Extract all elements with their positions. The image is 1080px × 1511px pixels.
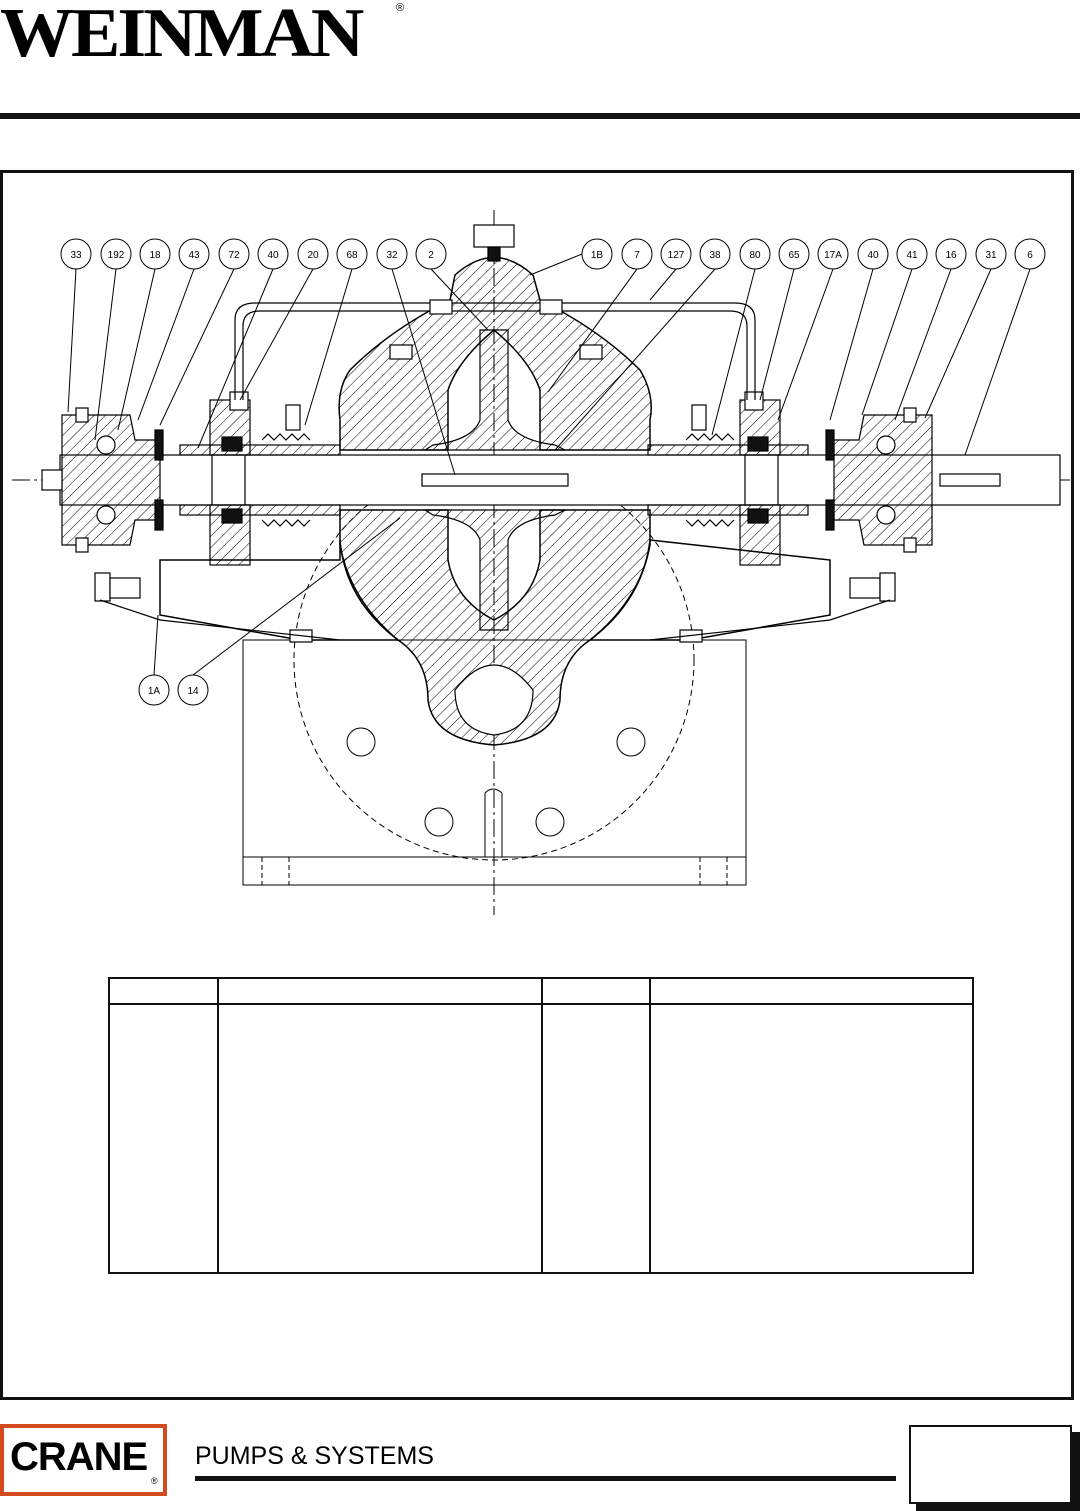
callout-38: 38 bbox=[699, 238, 731, 270]
crane-logo bbox=[0, 1424, 167, 1496]
crane-registered-mark: ® bbox=[151, 1476, 158, 1486]
callout-65: 65 bbox=[778, 238, 810, 270]
callout-33: 33 bbox=[60, 238, 92, 270]
callout-6: 6 bbox=[1014, 238, 1046, 270]
callout-7: 7 bbox=[621, 238, 653, 270]
callout-43: 43 bbox=[178, 238, 210, 270]
svg-text:43: 43 bbox=[188, 250, 200, 261]
frame-feet bbox=[94, 572, 896, 643]
right-seal-assembly bbox=[647, 391, 809, 566]
callouts-bottom: 1A 14 bbox=[138, 674, 209, 706]
callout-127: 127 bbox=[660, 238, 692, 270]
svg-text:1B: 1B bbox=[591, 250, 604, 261]
svg-text:31: 31 bbox=[985, 250, 997, 261]
division-name: PUMPS & SYSTEMS bbox=[195, 1442, 434, 1470]
parts-list-table bbox=[108, 977, 974, 1274]
right-bearing-housing bbox=[825, 407, 933, 553]
callout-80: 80 bbox=[739, 238, 771, 270]
svg-text:41: 41 bbox=[906, 250, 918, 261]
parts-list-column-divider bbox=[649, 979, 651, 1272]
callout-1b: 1B bbox=[581, 238, 613, 270]
svg-text:33: 33 bbox=[70, 250, 82, 261]
callout-16: 16 bbox=[935, 238, 967, 270]
svg-text:68: 68 bbox=[346, 250, 358, 261]
callout-31: 31 bbox=[975, 238, 1007, 270]
parts-list-column-divider bbox=[217, 979, 219, 1272]
page-number-box bbox=[909, 1425, 1072, 1504]
vent-piping bbox=[234, 224, 756, 400]
callout-192: 192 bbox=[100, 238, 132, 270]
weinman-logo: WEINMAN bbox=[0, 0, 364, 73]
callout-32: 32 bbox=[376, 238, 408, 270]
svg-text:192: 192 bbox=[108, 250, 125, 261]
callout-40-right: 40 bbox=[857, 238, 889, 270]
pump-cross-section-drawing: 33 192 18 43 72 40 20 68 32 2 1B 7 127 3… bbox=[12, 210, 1070, 915]
svg-text:80: 80 bbox=[749, 250, 761, 261]
svg-text:32: 32 bbox=[386, 250, 398, 261]
svg-text:40: 40 bbox=[867, 250, 879, 261]
svg-text:14: 14 bbox=[187, 686, 199, 697]
callout-1a: 1A bbox=[138, 674, 170, 706]
svg-text:72: 72 bbox=[228, 250, 240, 261]
svg-text:7: 7 bbox=[634, 250, 640, 261]
callout-40-left: 40 bbox=[257, 238, 289, 270]
callout-2: 2 bbox=[415, 238, 447, 270]
callout-17a: 17A bbox=[817, 238, 849, 270]
svg-text:17A: 17A bbox=[824, 250, 842, 261]
impeller bbox=[422, 329, 566, 631]
callout-68: 68 bbox=[336, 238, 368, 270]
crane-logo-text: CRANE bbox=[10, 1435, 148, 1479]
svg-text:127: 127 bbox=[668, 250, 685, 261]
svg-text:1A: 1A bbox=[148, 686, 161, 697]
svg-text:40: 40 bbox=[267, 250, 279, 261]
weinman-registered-mark: ® bbox=[396, 2, 405, 14]
callouts-top: 33 192 18 43 72 40 20 68 32 2 1B 7 127 3… bbox=[60, 238, 1046, 270]
svg-text:38: 38 bbox=[709, 250, 721, 261]
svg-text:2: 2 bbox=[428, 250, 434, 261]
callout-72: 72 bbox=[218, 238, 250, 270]
svg-text:20: 20 bbox=[307, 250, 319, 261]
svg-text:18: 18 bbox=[149, 250, 161, 261]
parts-list-column-divider bbox=[541, 979, 543, 1272]
callout-20: 20 bbox=[297, 238, 329, 270]
header-rule bbox=[0, 113, 1080, 119]
svg-text:65: 65 bbox=[788, 250, 800, 261]
footer-rule bbox=[195, 1476, 896, 1481]
svg-text:6: 6 bbox=[1027, 250, 1033, 261]
callout-41: 41 bbox=[896, 238, 928, 270]
leader-lines bbox=[67, 253, 1031, 676]
callout-14: 14 bbox=[177, 674, 209, 706]
drawing-frame bbox=[0, 170, 1074, 1400]
left-seal-assembly bbox=[179, 391, 341, 566]
svg-text:16: 16 bbox=[945, 250, 957, 261]
left-bearing-housing bbox=[41, 407, 164, 553]
callout-18: 18 bbox=[139, 238, 171, 270]
